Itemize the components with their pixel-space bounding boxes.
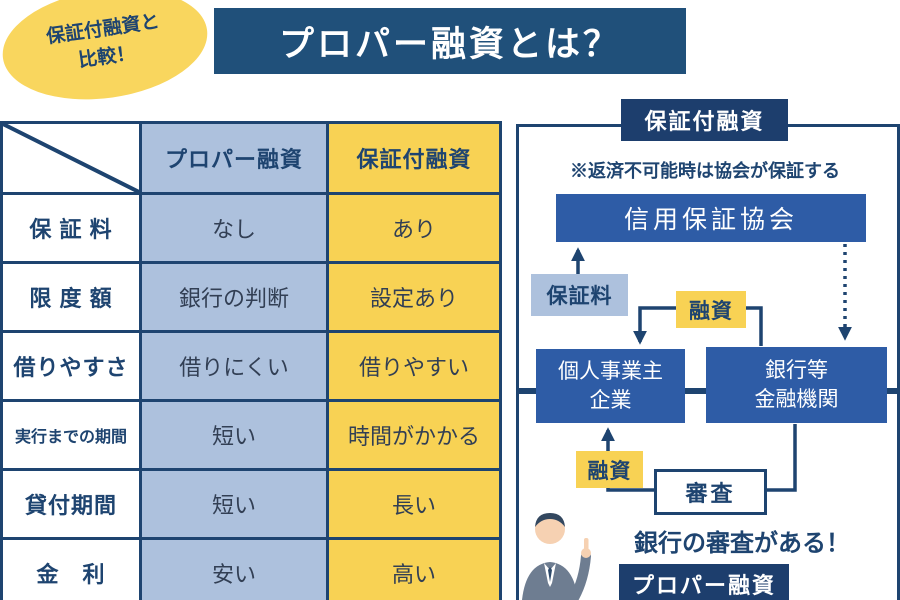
row-label: 実行までの期間 — [0, 399, 142, 471]
face — [535, 514, 565, 544]
table-header-row: プロパー融資 保証付融資 — [0, 121, 502, 195]
guaranteed-loan-label: 保証付融資 — [621, 99, 788, 141]
table-row: 借りやすさ 借りにくい 借りやすい — [0, 330, 502, 402]
cell-guaranteed: 長い — [326, 468, 502, 540]
cell-proper: なし — [139, 192, 329, 264]
cell-proper: 短い — [139, 468, 329, 540]
table-row: 実行までの期間 短い 時間がかかる — [0, 399, 502, 471]
credit-guarantee-association-box: 信用保証協会 — [556, 194, 866, 242]
hand — [581, 548, 591, 558]
cell-guaranteed: 時間がかかる — [326, 399, 502, 471]
row-label: 貸付期間 — [0, 468, 142, 540]
row-label: 金 利 — [0, 537, 142, 600]
cell-guaranteed: 設定あり — [326, 261, 502, 333]
cell-guaranteed: あり — [326, 192, 502, 264]
page-title: プロパー融資とは？ — [214, 8, 686, 74]
cell-proper: 短い — [139, 399, 329, 471]
cell-guaranteed: 借りやすい — [326, 330, 502, 402]
bank-line2: 金融機関 — [754, 388, 839, 411]
loan-label-bottom: 融資 — [576, 451, 643, 488]
company-line1: 個人事業主 — [558, 359, 663, 383]
table-corner-cell — [0, 121, 142, 195]
guarantee-note: ※返済不可能時は協会が保証する — [570, 161, 840, 181]
company-line2: 企業 — [589, 389, 632, 412]
table-row: 保 証 料 なし あり — [0, 192, 502, 264]
hair — [535, 513, 565, 527]
comparison-table: プロパー融資 保証付融資 保 証 料 なし あり 限 度 額 銀行の判断 設定あ… — [0, 121, 502, 600]
table-row: 限 度 額 銀行の判断 設定あり — [0, 261, 502, 333]
table-row: 金 利 安い 高い — [0, 537, 502, 600]
businessman-illustration — [522, 513, 591, 600]
comparison-badge: 保証付融資と 比較！ — [0, 0, 215, 112]
row-label: 借りやすさ — [0, 330, 142, 402]
bank-box: 銀行等 金融機関 — [706, 347, 887, 423]
cell-guaranteed: 高い — [326, 537, 502, 600]
col-header-proper: プロパー融資 — [139, 121, 329, 195]
col-header-guaranteed: 保証付融資 — [326, 121, 502, 195]
proper-loan-label: プロパー融資 — [619, 564, 789, 600]
tie — [548, 567, 552, 582]
table-row: 貸付期間 短い 長い — [0, 468, 502, 540]
diagonal-line — [3, 124, 139, 192]
cell-proper: 銀行の判断 — [139, 261, 329, 333]
company-box: 個人事業主 企業 — [536, 349, 685, 423]
screening-box: 審査 — [654, 469, 767, 515]
cell-proper: 借りにくい — [139, 330, 329, 402]
guarantee-fee-box: 保証料 — [531, 274, 628, 316]
cell-proper: 安い — [139, 537, 329, 600]
bank-line1: 銀行等 — [765, 358, 828, 382]
pointing-finger — [584, 538, 589, 552]
row-label: 保 証 料 — [0, 192, 142, 264]
loan-label-top: 融資 — [676, 291, 746, 328]
row-label: 限 度 額 — [0, 261, 142, 333]
screening-caption: 銀行の審査がある！ — [634, 530, 850, 557]
